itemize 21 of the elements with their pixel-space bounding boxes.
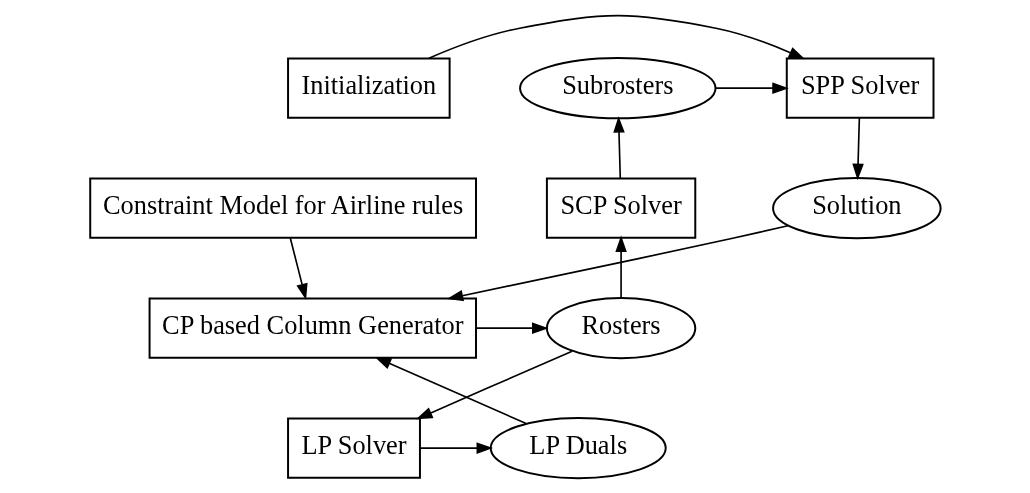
arrow [446,224,789,301]
node-box: SCP Solver [545,177,696,239]
node-box: CP based Column Generator [148,296,477,359]
node-box: Constraint Model for Airline rules [88,177,477,239]
arrow [374,356,527,424]
arrow [418,441,493,454]
arrow [288,236,308,300]
arrow [475,321,548,334]
node-ellipse: Solution [771,176,942,239]
arrow [427,14,805,59]
node-box: LP Solver [286,416,421,479]
node-ellipse: Rosters [545,296,696,359]
arrow [415,349,573,419]
arrow [851,116,864,180]
node-ellipse: LP Duals [489,416,667,479]
node-ellipse: Subrosters [518,56,717,119]
arrow [614,235,627,298]
arrow [714,81,789,94]
node-box: SPP Solver [785,57,934,119]
arrow [612,115,625,179]
node-box: Initialization [286,57,451,119]
